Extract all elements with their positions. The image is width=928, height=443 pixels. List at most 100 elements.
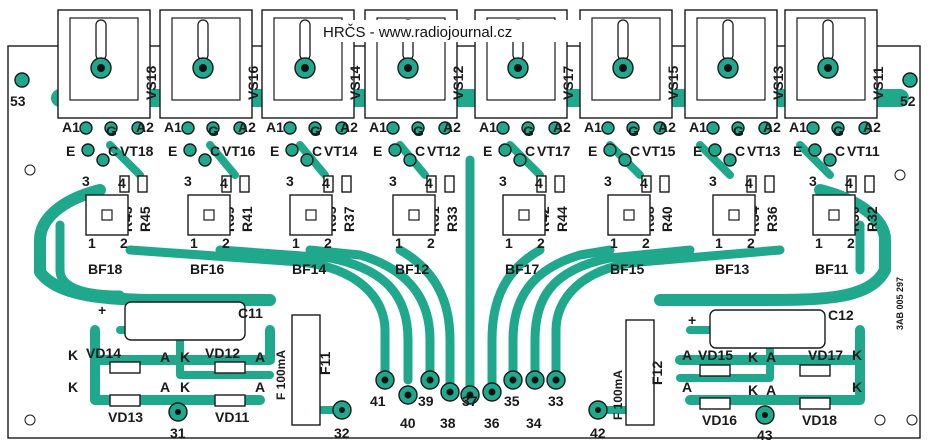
diode-label: VD11 [215, 409, 249, 425]
pin-pad [498, 143, 512, 157]
diode-label: VD17 [808, 347, 843, 363]
pin-pad [653, 121, 667, 135]
pin-e-label: E [588, 143, 597, 159]
terminal-hole [466, 391, 474, 399]
pin-a: A [160, 349, 170, 365]
pin-pad [79, 121, 93, 135]
pin-1-label: 1 [815, 235, 823, 251]
transistor-label: VT17 [537, 143, 571, 159]
fuse-label: F12 [649, 361, 665, 385]
terminal-label: 42 [590, 425, 606, 441]
optocoupler-window [101, 209, 113, 221]
mount-hole [199, 64, 207, 72]
pin-4-label: 4 [220, 175, 228, 191]
terminal-label: 43 [757, 427, 773, 443]
pin-2-label: 2 [120, 235, 128, 251]
thyristor-body [171, 17, 241, 101]
thyristor-block: VS11A1GA2ECVT11R30R323412BF11 [784, 9, 886, 277]
pin-a1-label: A1 [164, 119, 182, 135]
pin-pad [198, 153, 212, 167]
resistor [641, 175, 652, 193]
header-backdrop [318, 20, 588, 42]
fuse-label: F11 [317, 351, 333, 375]
pin-pad [96, 153, 110, 167]
pin-pad [104, 121, 118, 135]
pin-pad [626, 121, 640, 135]
capacitor-c12 [709, 309, 826, 349]
terminal-label: 36 [484, 415, 500, 431]
resistor-label: R45 [137, 206, 153, 232]
pin-1-label: 1 [88, 235, 96, 251]
left-power-section: + C11 F 100mA F11 K K A K A K A A VD14 V… [68, 301, 352, 441]
output-terminal: 39 [418, 370, 440, 409]
resistor [341, 175, 352, 193]
optocoupler-window [623, 209, 635, 221]
thyristor-tab [197, 19, 209, 61]
pin-g-label: G [733, 123, 744, 139]
pin-pad [831, 121, 845, 135]
thyristor-body [591, 17, 661, 101]
resistor [323, 175, 334, 193]
optocoupler [712, 194, 756, 236]
mount-hole [514, 64, 522, 72]
pin-pad [183, 143, 197, 157]
terminal-label: 32 [334, 425, 350, 441]
pin-a: A [255, 349, 265, 365]
pin-g-label: G [106, 123, 117, 139]
pin-pad [513, 153, 527, 167]
pin-2-label: 2 [747, 235, 755, 251]
pin-2-label: 2 [222, 235, 230, 251]
pin-a: A [682, 379, 692, 395]
thyristor-label: VS14 [347, 66, 363, 100]
terminal-label: 33 [548, 393, 564, 409]
pin-k: K [748, 349, 758, 365]
pin-3-label: 3 [709, 173, 717, 189]
cap-plus: + [688, 312, 696, 328]
pin-pad [206, 121, 220, 135]
pin-c-label: C [210, 143, 220, 159]
pin-pad [233, 121, 247, 135]
mount-terminal-label: 52 [900, 93, 916, 109]
pin-a2-label: A2 [340, 119, 358, 135]
pin-pad [131, 121, 145, 135]
pin-3-label: 3 [389, 173, 397, 189]
pin-3-label: 3 [286, 173, 294, 189]
fuse-f11 [291, 314, 321, 426]
pin-a1-label: A1 [62, 119, 80, 135]
pin-a2-label: A2 [238, 119, 256, 135]
pin-k: K [748, 382, 758, 398]
pin-k: K [68, 347, 78, 363]
terminal-label: 34 [526, 415, 542, 431]
mount-hole [824, 64, 832, 72]
pin-4-label: 4 [118, 175, 126, 191]
pin-pad [548, 121, 562, 135]
terminal-hole [426, 376, 434, 384]
terminal-hole [531, 376, 539, 384]
optocoupler-label: BF15 [610, 261, 644, 277]
right-power-section: + C12 F 100mA F12 A A K A K A K K VD15 V… [588, 307, 862, 443]
pin-a: A [682, 347, 692, 363]
transistor-label: VT15 [642, 143, 676, 159]
diode-vd14 [109, 361, 141, 374]
pin-e-label: E [793, 143, 802, 159]
thyristor-block: VS13A1GA2ECVT13R34R363412BF13 [684, 9, 786, 277]
diode-vd17 [799, 364, 831, 377]
pin-c-label: C [108, 143, 118, 159]
thyristor-body [696, 17, 766, 101]
pin-pad [758, 121, 772, 135]
optocoupler-window [828, 209, 840, 221]
pin-g-label: G [310, 123, 321, 139]
thyristor-block: VS17A1GA2ECVT17R42R443412BF17 [474, 9, 576, 277]
pin-k: K [180, 379, 190, 395]
pin-c-label: C [525, 143, 535, 159]
resistor-label: R32 [864, 206, 880, 232]
pin-pad [823, 153, 837, 167]
thyristor-body [376, 17, 446, 101]
pin-a2-label: A2 [763, 119, 781, 135]
optocoupler-window [203, 209, 215, 221]
pin-pad [603, 143, 617, 157]
terminal-label: 37 [462, 393, 478, 409]
thyristor-tab [299, 19, 311, 61]
diode-vd16 [699, 397, 731, 410]
